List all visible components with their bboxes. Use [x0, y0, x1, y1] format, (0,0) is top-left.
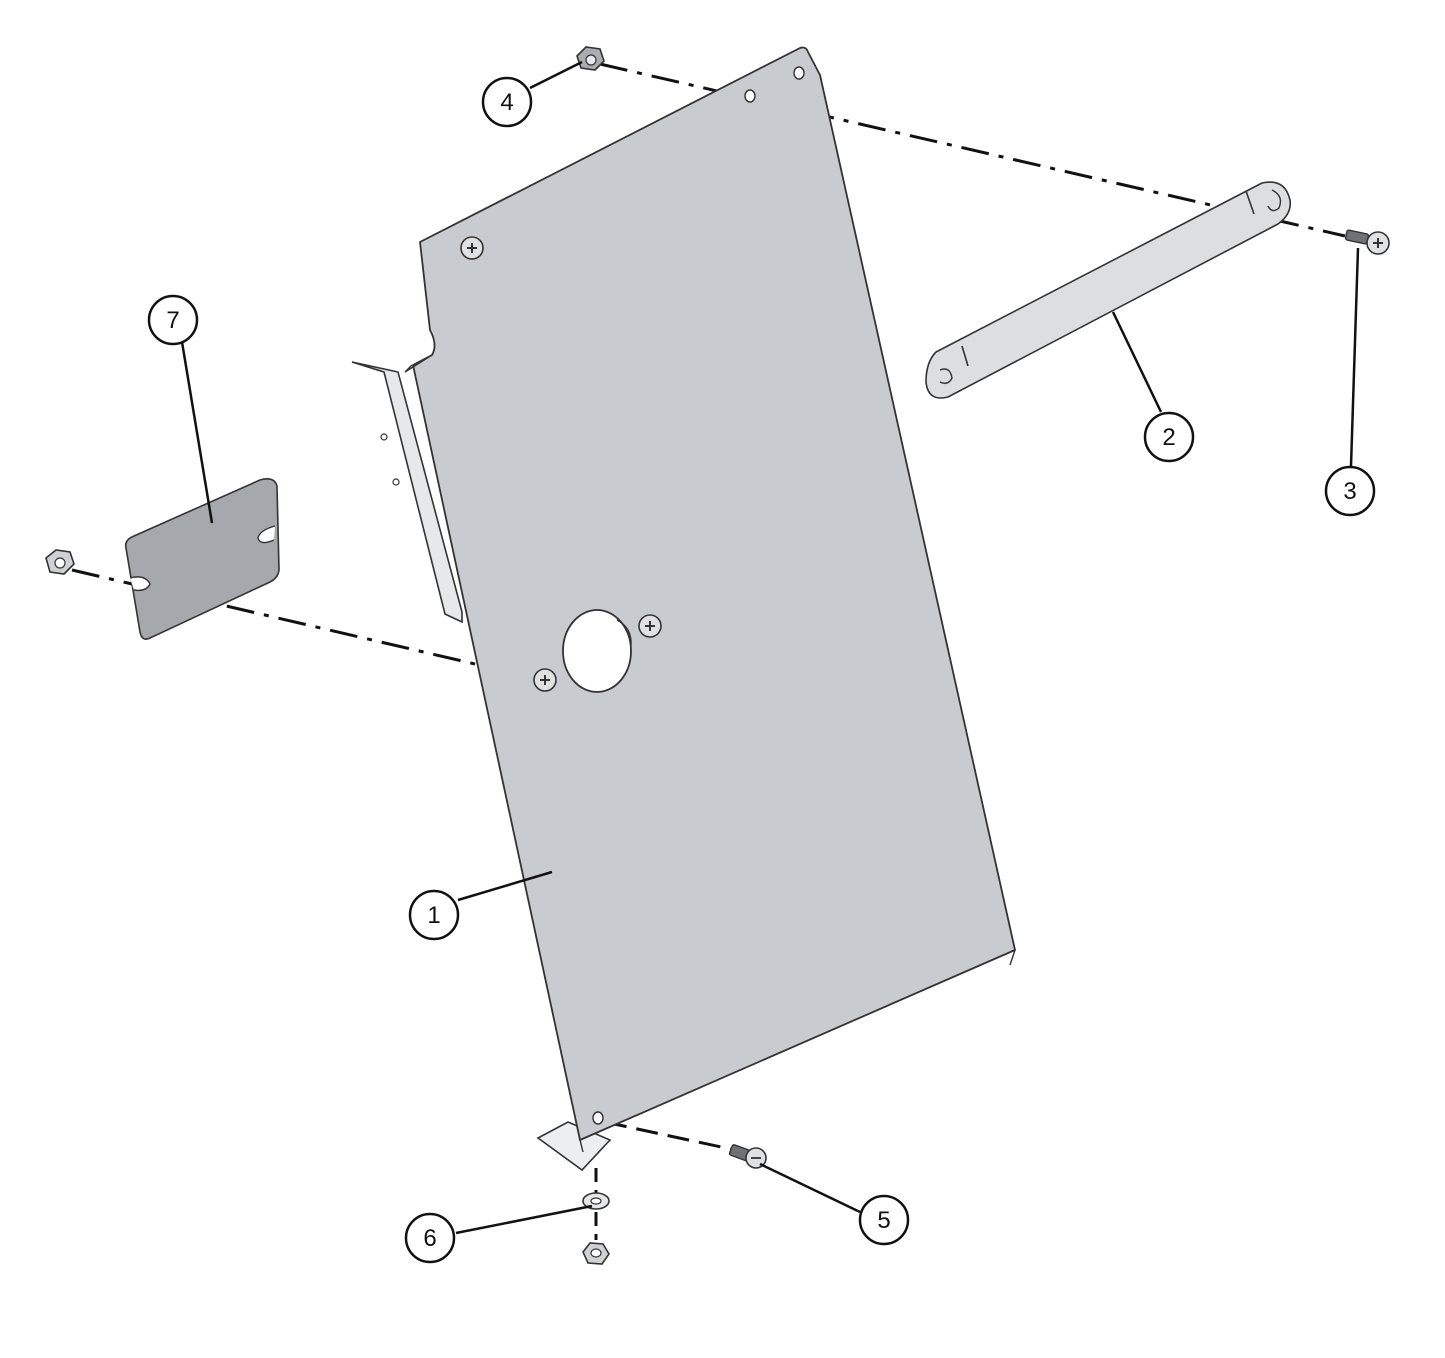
callout-6: 6 — [404, 1212, 456, 1264]
callout-3: 3 — [1324, 465, 1376, 517]
svg-text:6: 6 — [423, 1225, 436, 1252]
svg-text:2: 2 — [1162, 424, 1175, 451]
svg-text:5: 5 — [877, 1207, 890, 1234]
svg-text:7: 7 — [166, 307, 179, 334]
washer-bottom — [582, 1192, 610, 1210]
svg-text:4: 4 — [500, 89, 513, 116]
callout-7: 7 — [147, 294, 199, 346]
hex-nut-left — [45, 549, 75, 575]
callout-1: 1 — [408, 889, 460, 941]
panel-screw-center-right — [638, 614, 662, 638]
callout-leaders — [180, 60, 1360, 1235]
slotted-bar — [925, 181, 1292, 399]
callout-4: 4 — [481, 76, 533, 128]
hex-nut-top — [576, 46, 605, 71]
callout-2: 2 — [1143, 411, 1195, 463]
panel-screw-center-left — [533, 668, 557, 692]
svg-text:3: 3 — [1343, 478, 1356, 505]
hex-nut-bottom — [582, 1242, 610, 1265]
screw-bottom — [728, 1144, 767, 1169]
screw-right — [1344, 229, 1390, 255]
callout-5: 5 — [858, 1194, 910, 1246]
cover-plate — [124, 478, 280, 640]
svg-text:1: 1 — [427, 902, 440, 929]
panel-side-flange — [351, 361, 463, 624]
panel-screw-top — [460, 236, 484, 260]
main-panel — [404, 46, 1016, 1153]
